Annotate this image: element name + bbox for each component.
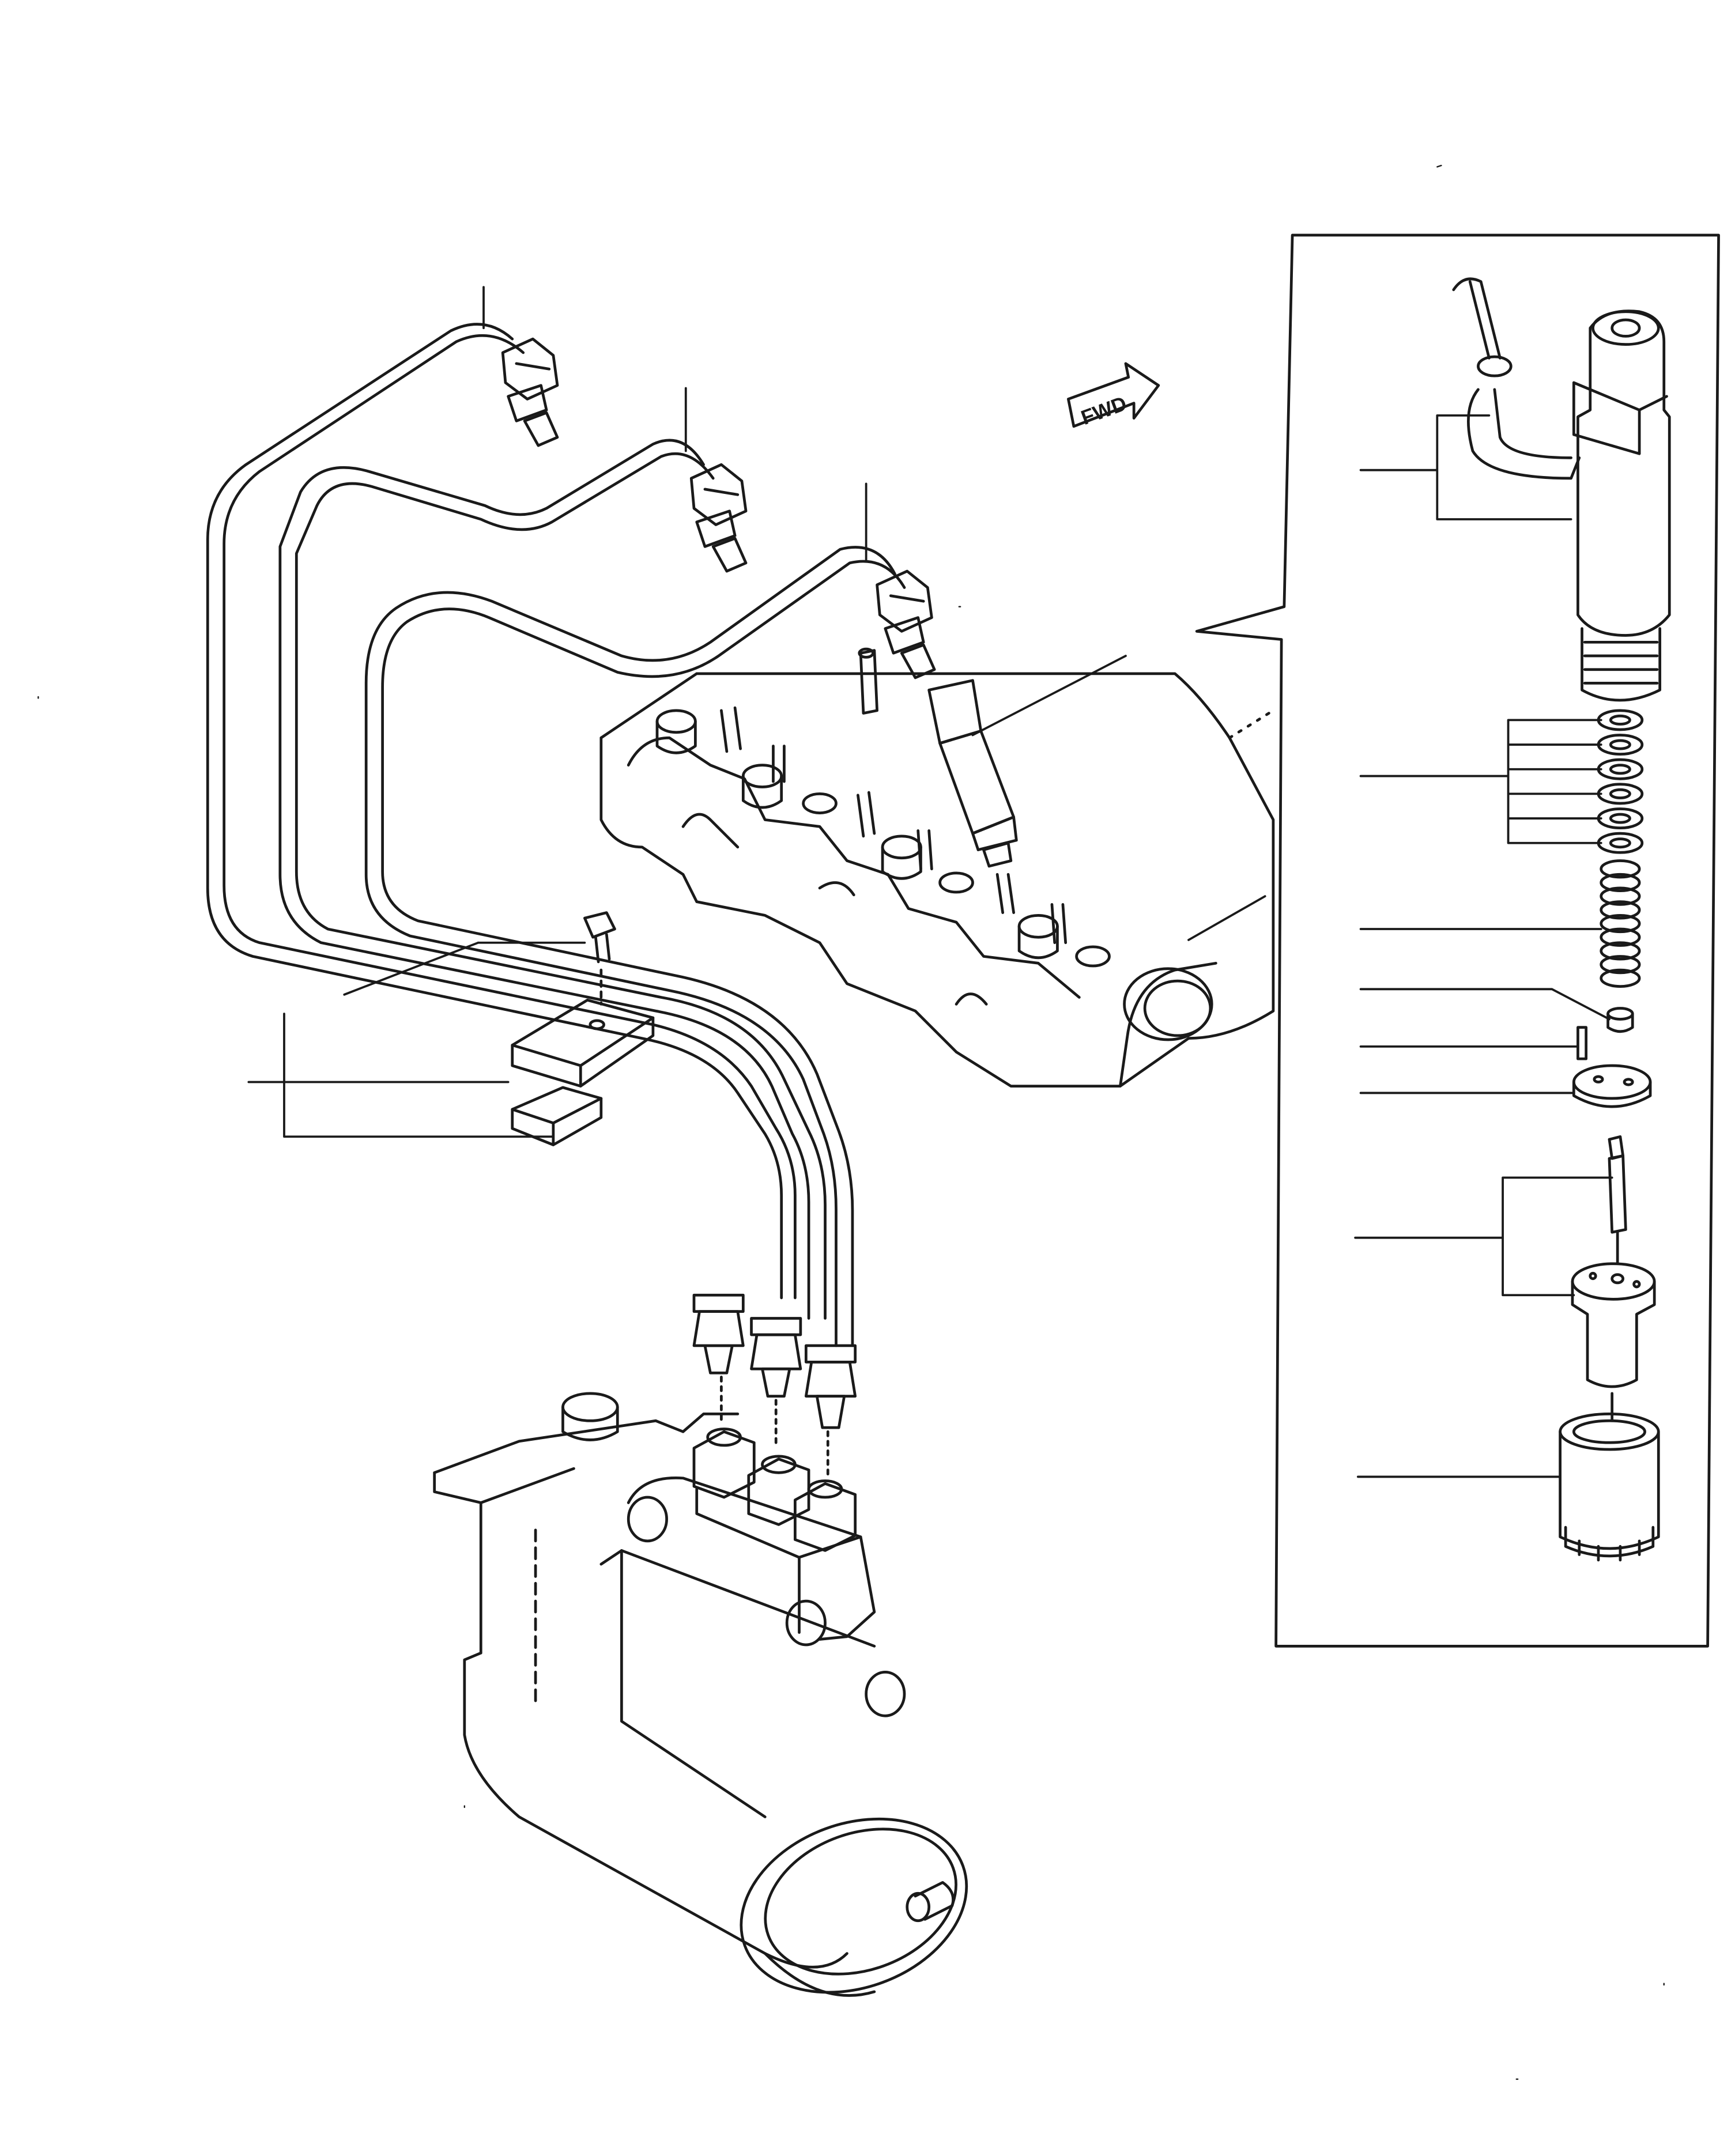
clamp-upper-plate bbox=[511, 998, 655, 1088]
injection-pipe-1 bbox=[206, 323, 783, 1300]
leader-nozzle bbox=[1354, 1176, 1613, 1297]
cylinder-head bbox=[599, 672, 1275, 1088]
leader-injector bbox=[971, 655, 1127, 737]
nozzle-holder-body bbox=[1452, 277, 1671, 702]
pipe-bottom-fittings bbox=[692, 1293, 857, 1429]
bottom-fitting-1 bbox=[692, 1293, 745, 1375]
leader-shims bbox=[1359, 719, 1602, 844]
clamp-bolt bbox=[583, 911, 616, 1006]
injection-pipe-2 bbox=[278, 439, 810, 1320]
leader-gasket bbox=[1187, 895, 1266, 941]
leader-spring-seat bbox=[1359, 988, 1610, 1021]
callout-leaders bbox=[247, 286, 1613, 1478]
pipe-clamp-assembly bbox=[511, 911, 655, 1146]
delivery-valve-holders bbox=[692, 1376, 857, 1552]
injector-detail-inset bbox=[1195, 233, 1720, 1648]
spring-seat bbox=[1606, 1007, 1634, 1033]
nozzle-assembly bbox=[1571, 1135, 1656, 1422]
installed-injector bbox=[858, 647, 1018, 868]
top-fitting-2 bbox=[689, 463, 748, 573]
top-fitting-3 bbox=[876, 569, 936, 679]
nozzle-retaining-nut bbox=[1559, 1413, 1660, 1562]
top-fitting-1 bbox=[501, 337, 559, 447]
adjusting-shims bbox=[1597, 709, 1644, 854]
pipe-top-fittings bbox=[501, 337, 936, 679]
bottom-fitting-3 bbox=[804, 1344, 857, 1429]
injection-pipes bbox=[206, 323, 906, 1347]
inset-frame bbox=[1195, 233, 1720, 1648]
leader-clamp bbox=[283, 1013, 555, 1138]
injection-pump bbox=[433, 1376, 968, 1997]
injection-pipe-3 bbox=[364, 546, 896, 1347]
bottom-fitting-2 bbox=[750, 1317, 802, 1398]
scan-specks bbox=[37, 164, 1665, 2080]
distance-piece bbox=[1572, 1064, 1652, 1108]
pressure-spring bbox=[1600, 859, 1641, 988]
fwd-label: FWD bbox=[1078, 392, 1130, 429]
leader-holder-body bbox=[1359, 414, 1572, 520]
forward-arrow bbox=[1067, 362, 1160, 428]
dowel-pin bbox=[1576, 1026, 1588, 1060]
